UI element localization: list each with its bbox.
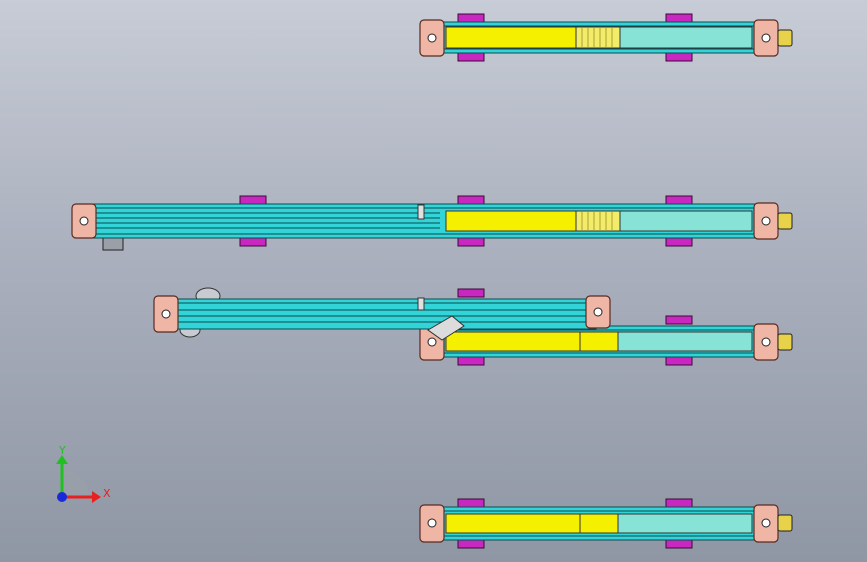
mount-bracket [665,52,693,62]
actuator-center-lower[interactable] [419,288,793,366]
carriage-stripes [575,210,621,232]
mount-bracket [665,13,693,23]
carriage-yellow [445,26,577,49]
carriage-teal [619,26,753,49]
triad-arc [62,470,89,497]
mount-bracket [457,52,485,62]
mount-bracket [457,288,485,298]
carriage-yellow-2 [579,331,619,352]
carriage-stripes [575,26,621,49]
motor-block [777,29,793,47]
mount-bracket [665,539,693,549]
link-plate [427,315,465,341]
mount-bracket [239,195,267,205]
mount-bracket [457,356,485,366]
rail-profile [163,298,597,330]
motor-block [777,333,793,351]
actuator-top[interactable] [419,13,793,62]
carriage-yellow [445,331,581,352]
carriage-yellow-2 [579,513,619,534]
carriage-yellow [445,513,581,534]
carriage-yellow [445,210,577,232]
carriage-teal [617,513,753,534]
y-axis-label: Y [58,444,66,457]
mount-bracket [665,195,693,205]
mount-bracket [457,195,485,205]
mount-bracket [457,237,485,247]
mount-bracket [457,539,485,549]
actuator-angled-arm[interactable] [153,287,611,341]
x-axis-label: X [103,487,111,500]
motor-block [777,212,793,230]
motor-block [777,514,793,532]
mount-bracket [665,498,693,508]
carriage-teal [619,210,753,232]
mount-bracket [457,498,485,508]
carriage-teal [617,331,753,352]
mount-bracket [665,356,693,366]
mount-bracket [457,13,485,23]
mount-bracket [239,237,267,247]
mount-bracket [665,237,693,247]
axis-triad[interactable]: Y X [56,444,111,503]
actuator-middle-long[interactable] [71,195,793,251]
z-axis-dot [57,492,67,502]
actuator-bottom[interactable] [419,498,793,549]
mount-bracket [665,315,693,325]
